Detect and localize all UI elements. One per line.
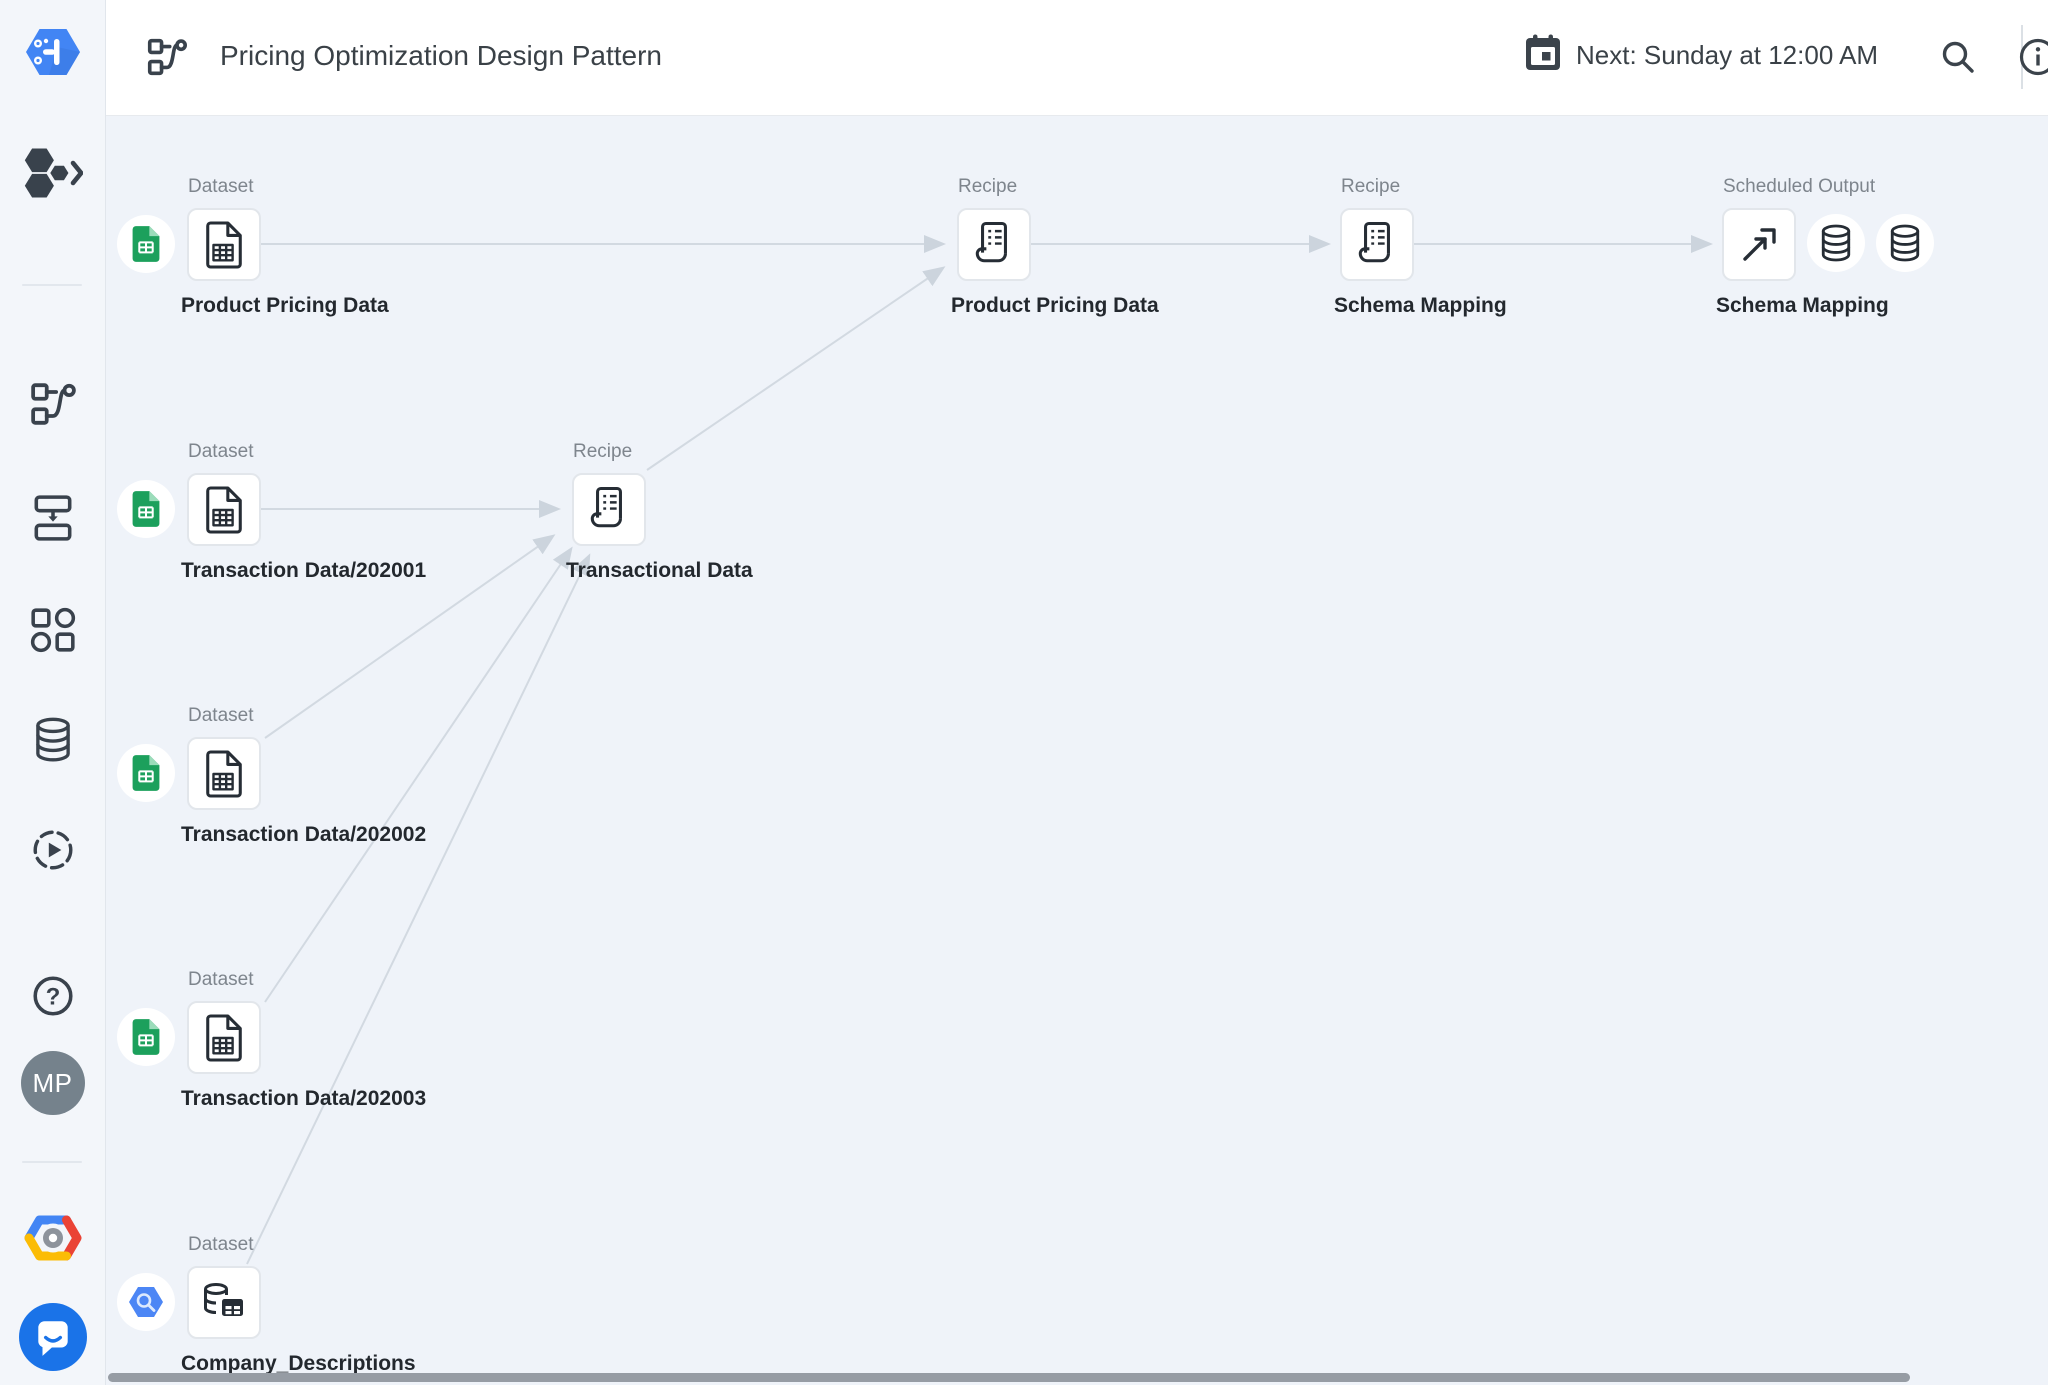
output-database-icon[interactable] [1807,214,1865,272]
info-button[interactable] [2018,37,2048,82]
node-recipe-product-pricing-data: Recipe Product Pricing Data [951,176,1159,317]
node-type-label: Scheduled Output [1723,176,1876,197]
recipe-scroll-icon [590,486,622,527]
node-name: Company_Descriptions [181,1352,416,1375]
node-name: Product Pricing Data [951,294,1159,317]
spreadsheet-file-icon [206,749,242,798]
svg-text:?: ? [45,983,60,1010]
node-name: Transaction Data/202003 [181,1087,427,1110]
google-sheets-badge-icon [117,480,175,538]
node-name: Schema Mapping [1334,294,1507,317]
flow-edges [246,235,1713,1265]
output-targets [1807,214,1934,272]
recipe-tile[interactable] [572,473,646,546]
hexagon-flows-expander-icon[interactable] [0,146,105,200]
node-dataset-company-descriptions: Dataset [117,1234,416,1375]
sidebar-item-plans[interactable] [0,494,105,542]
header-bar: Pricing Optimization Design Pattern Next… [105,0,2048,116]
dataset-tile[interactable] [187,737,261,810]
node-recipe-transactional-data: Recipe Transactional Data [566,441,753,582]
google-sheets-badge-icon [117,215,175,273]
chat-bubble-icon [18,1303,87,1371]
node-type-label: Dataset [188,969,254,990]
node-type-label: Recipe [573,441,633,462]
node-dataset-transaction-data-202003: Dataset Transaction Data/202003 [117,969,426,1110]
avatar-initials: MP [32,1067,73,1098]
recipe-tile[interactable] [1340,208,1414,281]
dataprep-logo-icon[interactable] [0,26,105,78]
sidebar-item-connections[interactable] [0,716,105,764]
scheduled-output-tile[interactable] [1722,208,1796,281]
sidebar-item-flows[interactable] [0,383,105,425]
recipe-scroll-icon [1358,221,1390,262]
next-run-label: Next: Sunday at 12:00 AM [1576,40,1879,70]
node-type-label: Recipe [1341,176,1401,197]
search-icon [1942,41,1974,73]
avatar[interactable]: MP [0,1051,105,1115]
next-run-schedule[interactable]: Next: Sunday at 12:00 AM [1524,33,1878,78]
flow-icon [147,36,187,83]
publish-arrow-icon [1743,227,1776,261]
spreadsheet-file-icon [206,220,242,269]
dataset-tile[interactable] [187,473,261,546]
node-type-label: Dataset [188,176,254,197]
chat-support-button[interactable] [0,1303,105,1371]
search-button[interactable] [1938,37,1978,82]
sidebar-divider [22,1161,82,1163]
horizontal-scrollbar[interactable] [108,1373,1910,1382]
node-name: Transaction Data/202002 [181,823,427,846]
node-scheduled-output-schema-mapping: Scheduled Output [1716,176,1934,317]
dataset-tile[interactable] [187,1266,261,1339]
flow-title[interactable]: Pricing Optimization Design Pattern [220,40,662,71]
node-name: Transaction Data/202001 [181,559,427,582]
node-name: Product Pricing Data [181,294,389,317]
left-sidebar: ? MP [0,0,106,1385]
database-table-icon [204,1282,243,1316]
node-name: Transactional Data [566,559,753,582]
sidebar-item-help[interactable]: ? [0,973,105,1019]
node-type-label: Dataset [188,705,254,726]
node-dataset-product-pricing-data: Dataset Product Pricing Data [117,176,389,317]
recipe-scroll-icon [975,221,1007,262]
recipe-tile[interactable] [957,208,1031,281]
google-cloud-logo-icon[interactable] [0,1212,105,1264]
node-name: Schema Mapping [1716,294,1889,317]
node-type-label: Dataset [188,441,254,462]
dataset-tile[interactable] [187,1001,261,1074]
bigquery-badge-icon [117,1273,175,1331]
node-dataset-transaction-data-202001: Dataset Transaction Data/202001 [117,441,426,582]
node-type-label: Recipe [958,176,1018,197]
info-icon [2019,38,2048,76]
node-dataset-transaction-data-202002: Dataset Transaction Data/202002 [117,705,426,846]
node-recipe-schema-mapping: Recipe Schema Mapping [1334,176,1507,317]
sidebar-item-job-runs[interactable] [0,827,105,873]
node-type-label: Dataset [188,1234,254,1255]
dataset-tile[interactable] [187,208,261,281]
google-sheets-badge-icon [117,1008,175,1066]
spreadsheet-file-icon [206,1013,242,1062]
spreadsheet-file-icon [206,485,242,534]
google-sheets-badge-icon [117,744,175,802]
sidebar-item-library[interactable] [0,606,105,654]
sidebar-divider [22,284,82,286]
calendar-icon [1524,33,1562,78]
flow-canvas[interactable]: Dataset Product Pricing Data Recipe [105,115,2048,1385]
output-database-icon[interactable] [1876,214,1934,272]
